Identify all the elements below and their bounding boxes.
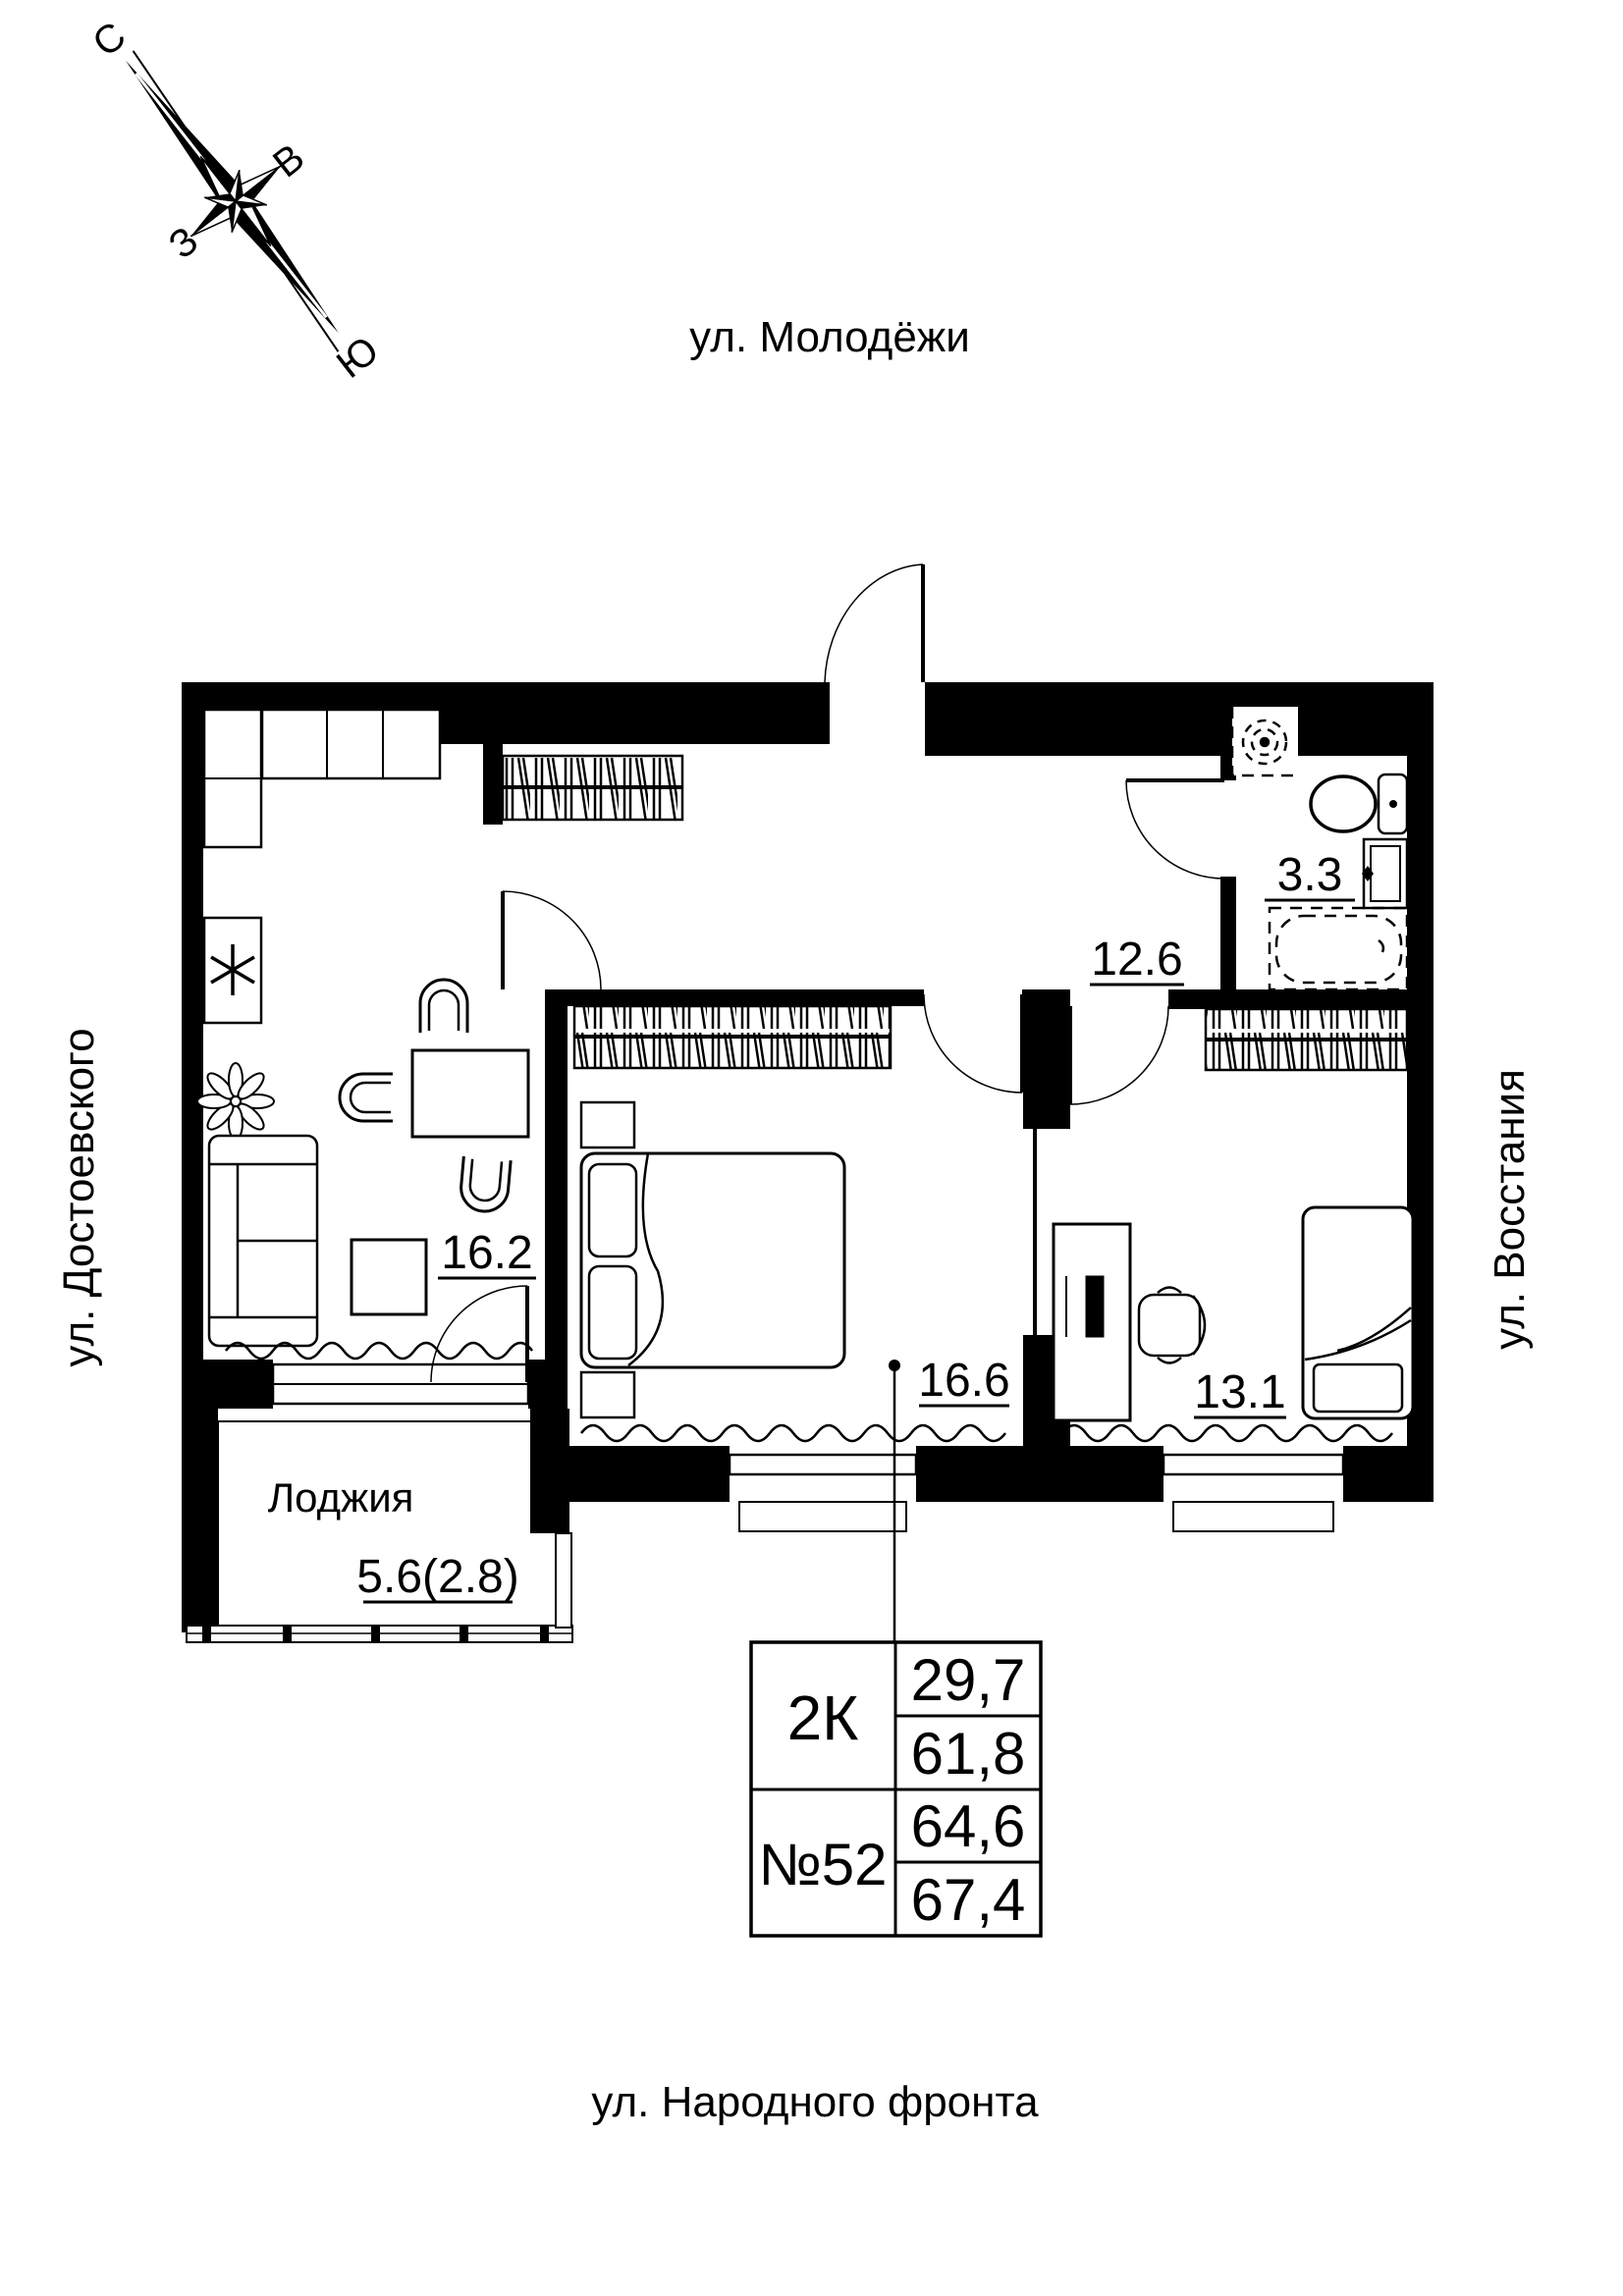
window-sill-box xyxy=(738,1501,907,1532)
nightstand xyxy=(579,1100,636,1149)
kitchen-hall-door xyxy=(501,890,602,990)
wall-hall-bedroom-b xyxy=(1022,989,1070,1006)
door-arc xyxy=(502,890,602,990)
sofa xyxy=(207,1134,319,1348)
label-bedroom-second-area: 13.1 xyxy=(1194,1366,1285,1418)
radiator xyxy=(1061,1423,1393,1443)
table-cell-value-1: 29,7 xyxy=(911,1647,1026,1713)
label-kitchen-living-area: 16.2 xyxy=(441,1227,532,1279)
door-arc xyxy=(923,993,1023,1094)
washing-machine-niche xyxy=(1230,707,1298,777)
table-cell-value-4: 67,4 xyxy=(911,1867,1026,1933)
coffee-table xyxy=(350,1238,428,1316)
wall-left xyxy=(182,682,203,1362)
balcony-door-arc xyxy=(430,1285,528,1383)
nightstand xyxy=(579,1370,636,1419)
wall-hall-bedroom2 xyxy=(1168,989,1434,1009)
wall-kitchen-hall xyxy=(483,682,503,825)
leader-line xyxy=(889,1360,900,1642)
hall-wardrobe xyxy=(501,754,684,822)
wall-kitchen-bottom-b xyxy=(528,1360,550,1409)
loggia xyxy=(186,1420,573,1643)
room-bathroom xyxy=(1230,707,1409,991)
wall-loggia-left xyxy=(182,1409,218,1632)
radiators xyxy=(225,1341,1393,1443)
label-hall-area: 12.6 xyxy=(1091,934,1182,986)
desk-monitor xyxy=(1085,1275,1105,1338)
faucet-icon xyxy=(1362,866,1374,881)
blanket-fold xyxy=(627,1152,665,1366)
table-cell-type: 2К xyxy=(787,1682,859,1753)
wall-kitchen-bottom-a xyxy=(182,1360,273,1409)
wardrobe xyxy=(1204,1007,1409,1072)
windows xyxy=(271,1285,1345,1532)
compass-rose: С Ю З В xyxy=(84,14,387,387)
washing-machine xyxy=(1241,719,1288,766)
info-table: 2К №52 29,7 61,8 64,6 67,4 xyxy=(749,1640,1043,1938)
entrance-door-arc xyxy=(824,563,924,683)
door-arc xyxy=(1069,1005,1169,1105)
dining-chair xyxy=(418,978,469,1035)
double-bed xyxy=(579,1151,846,1369)
room-labels: 16.2 12.6 3.3 16.6 13.1 Лоджия 5.6(2.8) xyxy=(268,849,1355,1604)
entrance-door xyxy=(824,563,925,683)
fridge-snowflake-icon xyxy=(210,944,255,995)
bathtub xyxy=(1268,906,1409,991)
room-bedroom-main xyxy=(572,1004,893,1419)
bedroom-main-window xyxy=(728,1453,918,1476)
loggia-glazing-side xyxy=(555,1532,572,1629)
pillow xyxy=(587,1162,638,1258)
radiator xyxy=(580,1423,1006,1443)
plant xyxy=(196,1062,275,1141)
wall-bottom-a xyxy=(568,1446,730,1502)
pillow xyxy=(1312,1362,1404,1414)
pillow xyxy=(587,1264,638,1361)
window-sill-box xyxy=(1172,1501,1334,1532)
street-label-bottom: ул. Народного фронта xyxy=(591,2078,1039,2126)
wall-bottom-c xyxy=(1343,1446,1434,1502)
wall-bottom-b xyxy=(916,1446,1163,1502)
table-cell-value-2: 61,8 xyxy=(911,1721,1026,1787)
bath-faucet-icon xyxy=(1378,938,1385,953)
compass-east-label: В xyxy=(265,135,312,186)
compass-north-label: С xyxy=(84,14,134,65)
wall-top-right xyxy=(925,682,1434,756)
label-loggia-name: Лоджия xyxy=(268,1474,414,1521)
blanket-fold xyxy=(1336,1307,1412,1353)
bedroom-main-door xyxy=(923,993,1024,1094)
street-label-right: ул. Восстания xyxy=(1486,1069,1534,1350)
label-loggia-area: 5.6(2.8) xyxy=(356,1551,518,1603)
office-chair xyxy=(1137,1286,1207,1364)
wall-loggia-right xyxy=(530,1409,569,1533)
dining-table xyxy=(410,1048,530,1139)
bathroom-door xyxy=(1125,778,1225,880)
wall-bedrooms-partition-top xyxy=(1023,1006,1070,1129)
toilet xyxy=(1309,773,1409,835)
dining-chair xyxy=(458,1154,513,1215)
walls xyxy=(182,682,1434,1632)
label-bedroom-main-area: 16.6 xyxy=(918,1355,1009,1407)
kitchen-cabinet-row xyxy=(260,708,442,780)
sink xyxy=(1362,837,1409,910)
wall-hall-bedroom-a xyxy=(568,989,924,1006)
radiator xyxy=(225,1341,533,1361)
compass-south-label: Ю xyxy=(329,328,387,387)
room-kitchen-living xyxy=(196,708,530,1348)
street-label-left: ул. Достоевского xyxy=(55,1028,103,1366)
street-label-top: ул. Молодёжи xyxy=(689,313,970,361)
table-cell-value-3: 64,6 xyxy=(911,1793,1026,1859)
door-arc xyxy=(1125,779,1225,880)
dining-chair xyxy=(338,1072,395,1123)
bedroom-second-window xyxy=(1162,1453,1345,1476)
blanket-fold xyxy=(1304,1318,1412,1362)
wall-bathroom-left xyxy=(1220,877,1236,989)
wall-kitchen-bedroom xyxy=(545,989,568,1502)
wardrobe xyxy=(572,1004,893,1070)
room-bedroom-second xyxy=(1052,1007,1415,1422)
glazing-mullions xyxy=(202,1626,549,1642)
label-bathroom-area: 3.3 xyxy=(1277,849,1343,901)
table-cell-number: №52 xyxy=(758,1832,887,1897)
bedroom-second-door xyxy=(1068,1005,1169,1105)
